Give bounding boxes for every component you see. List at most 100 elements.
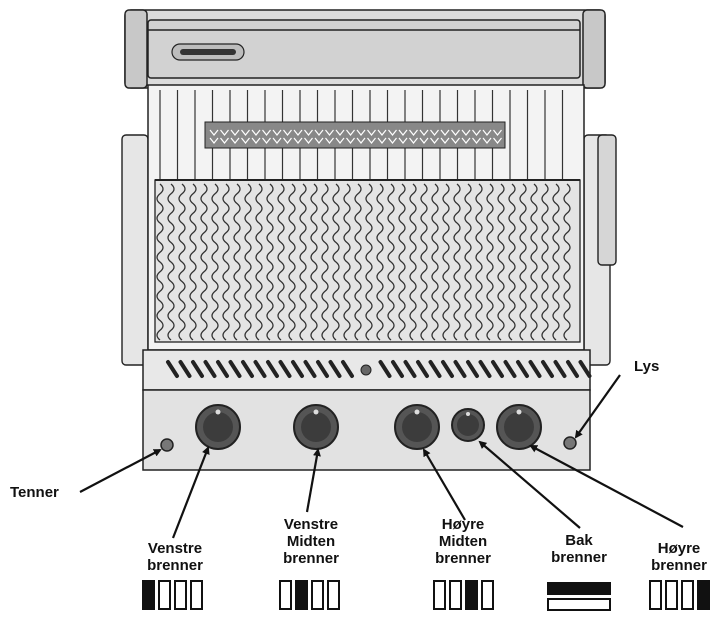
label-tenner-text: Tenner [10,484,59,501]
burner-chevron [325,129,334,144]
label-line: Midten [286,533,336,550]
label-lys-text: Lys [634,358,660,375]
vent-slot [416,360,429,378]
vent-slot [216,360,229,378]
light-button[interactable] [563,436,577,450]
vent-slot [391,360,404,378]
grid-bar [310,183,318,341]
indicator-square-empty [279,580,292,610]
vent-slot [453,360,467,378]
grid-bar [321,183,329,341]
right-burner-knob[interactable] [496,404,542,450]
grid-bar [200,183,208,341]
label-line: Venstre [283,516,339,533]
grid-bar [266,183,274,341]
grid-bar [497,183,505,341]
vent-slot [241,360,254,378]
vent-slot [303,360,317,378]
vent-slot [528,360,542,378]
grill-side-frame [121,134,617,366]
burner-chevron [493,129,502,144]
burner-chevron [272,129,282,144]
grid-bar [376,183,384,341]
indicator-hoyre-brenner [649,580,710,610]
grid-bar [464,183,472,341]
grid-bar [343,183,351,341]
label-venstre-midten-brenner: Venstre Midten brenner [278,516,344,567]
ignitor-button[interactable] [160,438,174,452]
grid-bar [398,183,406,341]
bak-callout-arrow [478,440,581,529]
rear-burner-knob[interactable] [451,408,485,442]
grid-bar [541,183,549,341]
indicator-venstre-midten-brenner [279,580,340,610]
vent-slot [441,360,454,378]
grid-bar [453,183,461,341]
grid-bar [365,183,373,341]
grid-bar [299,183,307,341]
indicator-square-filled [697,580,710,610]
venstre-callout-arrow [171,446,210,539]
vent-slot [428,360,442,378]
burner-chevron [398,129,408,144]
burner-chevron [220,129,229,144]
grid-bar [156,183,164,341]
burner-chevron [409,129,418,144]
vent-slot [378,360,392,378]
burner-chevron [367,129,376,144]
burner-chevron [356,129,366,144]
burner-chevron [283,129,292,144]
label-tenner: Tenner [10,484,59,501]
tenner-callout-arrow [79,449,162,493]
vent-slot [466,360,479,378]
indicator-square-empty [174,580,187,610]
grill-lid [124,9,606,89]
label-line: brenner [651,557,707,574]
indicator-square-empty [665,580,678,610]
indicator-square-empty [649,580,662,610]
indicator-bak-brenner [547,582,611,614]
left-burner-knob[interactable] [195,404,241,450]
grid-bar [431,183,439,341]
indicator-square-filled [295,580,308,610]
grid-bar [475,183,483,341]
grid-bar [387,183,395,341]
vent-slot [316,360,329,378]
indicator-bar-empty [547,598,611,611]
grid-bar [189,183,197,341]
indicator-square-empty [681,580,694,610]
burner-chevron [419,129,429,144]
grid-bar [244,183,252,341]
grid-bar [530,183,538,341]
grid-bar [288,183,296,341]
grid-bar [255,183,263,341]
grid-bar [233,183,241,341]
burner-chevron [209,129,219,144]
vent-strip [142,349,592,391]
rear-burner-element [204,121,506,149]
burner-chevron [304,129,313,144]
grid-bar [211,183,219,341]
burner-chevron [482,129,492,144]
label-line: Høyre [657,540,701,557]
left-middle-burner-knob[interactable] [293,404,339,450]
hoyre-callout-arrow [529,445,684,528]
grid-bar [442,183,450,341]
indicator-square-empty [190,580,203,610]
indicator-square-empty [481,580,494,610]
grid-bar [508,183,516,341]
grid-bar [409,183,417,341]
burner-chevron [262,129,271,144]
grid-bar [552,183,560,341]
burner-chevron [241,129,250,144]
label-line: brenner [551,549,607,566]
vent-slot [291,360,304,378]
label-hoyre-brenner: Høyre brenner [646,540,712,574]
label-bak-brenner: Bak brenner [546,532,612,566]
grid-bar [563,183,571,341]
burner-chevron [230,129,240,144]
vent-slot [566,360,579,378]
label-hoyre-midten-brenner: Høyre Midten brenner [430,516,496,567]
right-middle-burner-knob[interactable] [394,404,440,450]
burner-chevron [377,129,387,144]
